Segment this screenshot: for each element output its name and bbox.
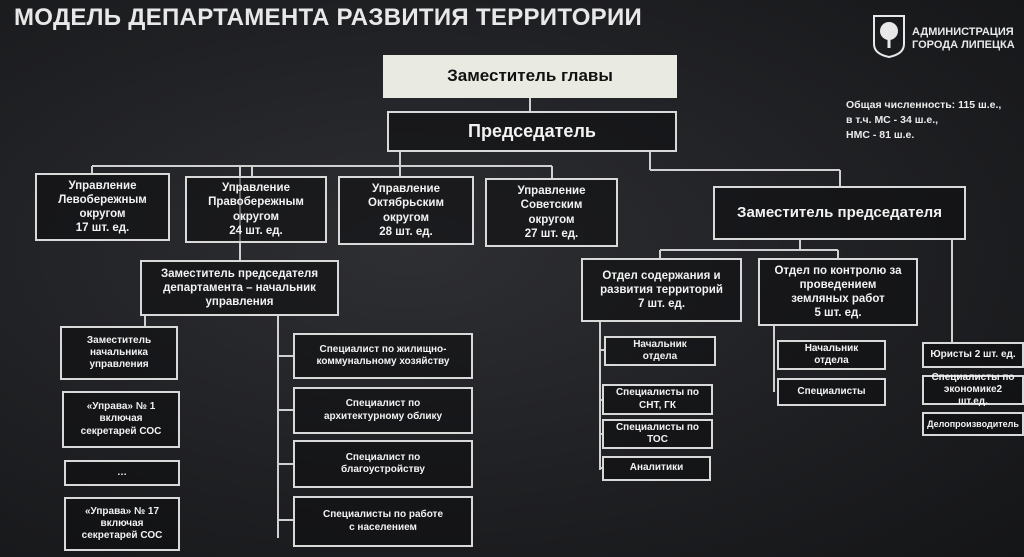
lawyers-box: Юристы 2 шт. ед. [922, 342, 1024, 368]
head-dept-2-box: Начальник отдела [777, 340, 886, 370]
stats-total: Общая численность: 115 ш.е., [846, 99, 1002, 111]
page-title: МОДЕЛЬ ДЕПАРТАМЕНТА РАЗВИТИЯ ТЕРРИТОРИИ [14, 4, 643, 31]
spec-housing-box: Специалист по жилищно- коммунальному хоз… [293, 333, 473, 379]
clerk-box: Делопроизводитель [922, 412, 1024, 436]
stats-ms: в т.ч. МС - 34 ш.е., [846, 114, 939, 127]
spec-population-box: Специалисты по работе с населением [293, 496, 473, 547]
oktyabrsky-district-box: Управление Октябрьским округом 28 шт. ед… [338, 176, 474, 245]
head-dept-1-box: Начальник отдела [604, 336, 716, 366]
deputy-head-box: Заместитель главы [383, 55, 677, 98]
maintenance-dept-box: Отдел содержания и развития территорий 7… [581, 258, 742, 322]
uprava-17-box: «Управа» № 17 включая секретарей СОС [64, 497, 180, 551]
deputy-manager-box: Заместитель начальника управления [60, 326, 178, 380]
tree-emblem-icon [873, 15, 905, 58]
spec-snt-box: Специалисты по СНТ, ГК [602, 384, 713, 415]
right-bank-district-box: Управление Правобережным округом 24 шт. … [185, 176, 327, 243]
spec-architecture-box: Специалист по архитектурному облику [293, 387, 473, 434]
left-bank-district-box: Управление Левобережным округом 17 шт. е… [35, 173, 170, 241]
staff-stats: Общая численность: 115 ш.е., в т.ч. МС -… [846, 98, 1001, 144]
spec-economy-box: Специалисты по экономике2 шт.ед. [922, 372, 1024, 407]
chairman-box: Председатель [387, 111, 677, 152]
spec-tos-box: Специалисты по ТОС [602, 419, 713, 449]
uprava-ellipsis-box: … [64, 460, 180, 486]
uprava-1-box: «Управа» № 1 включая секретарей СОС [62, 391, 180, 448]
earthworks-control-dept-box: Отдел по контролю за проведением земляны… [758, 258, 918, 326]
logo-text: АДМИНИСТРАЦИЯ ГОРОДА ЛИПЕЦКА [912, 26, 1015, 51]
deputy-dept-head-box: Заместитель председателя департамента – … [140, 260, 339, 316]
stats-nms: НМС - 81 ш.е. [846, 129, 915, 142]
analysts-box: Аналитики [602, 456, 711, 481]
deputy-chairman-box: Заместитель председателя [713, 186, 966, 240]
sovetsky-district-box: Управление Советским округом 27 шт. ед. [485, 178, 618, 247]
specialists-box: Специалисты [777, 378, 886, 406]
spec-improvement-box: Специалист по благоустройству [293, 440, 473, 488]
